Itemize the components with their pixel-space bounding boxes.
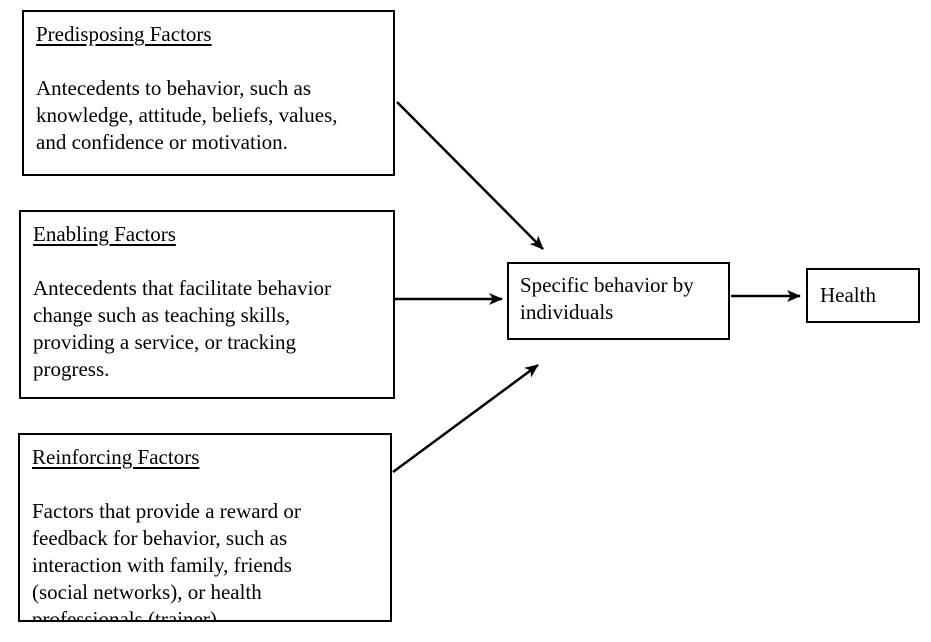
predisposing-factors-box: Predisposing Factors Antecedents to beha… — [22, 10, 395, 176]
predisposing-factors-description: Antecedents to behavior, such as knowled… — [36, 76, 338, 154]
arrow-reinforcing-to-behavior — [392, 363, 539, 474]
enabling-factors-title: Enabling Factors — [33, 222, 176, 246]
health-box: Health — [806, 268, 920, 323]
reinforcing-factors-title: Reinforcing Factors — [32, 445, 200, 469]
arrow-predisposing-to-behavior — [396, 101, 544, 250]
reinforcing-factors-box: Reinforcing Factors Factors that provide… — [18, 433, 392, 622]
health-box-label: Health — [820, 283, 876, 307]
specific-behavior-box: Specific behavior by individuals — [507, 262, 730, 340]
enabling-factors-box: Enabling Factors Antecedents that facili… — [19, 210, 395, 399]
predisposing-factors-title: Predisposing Factors — [36, 22, 212, 46]
reinforcing-factors-description: Factors that provide a reward or feedbac… — [32, 499, 301, 622]
enabling-factors-description: Antecedents that facilitate behavior cha… — [33, 276, 331, 381]
